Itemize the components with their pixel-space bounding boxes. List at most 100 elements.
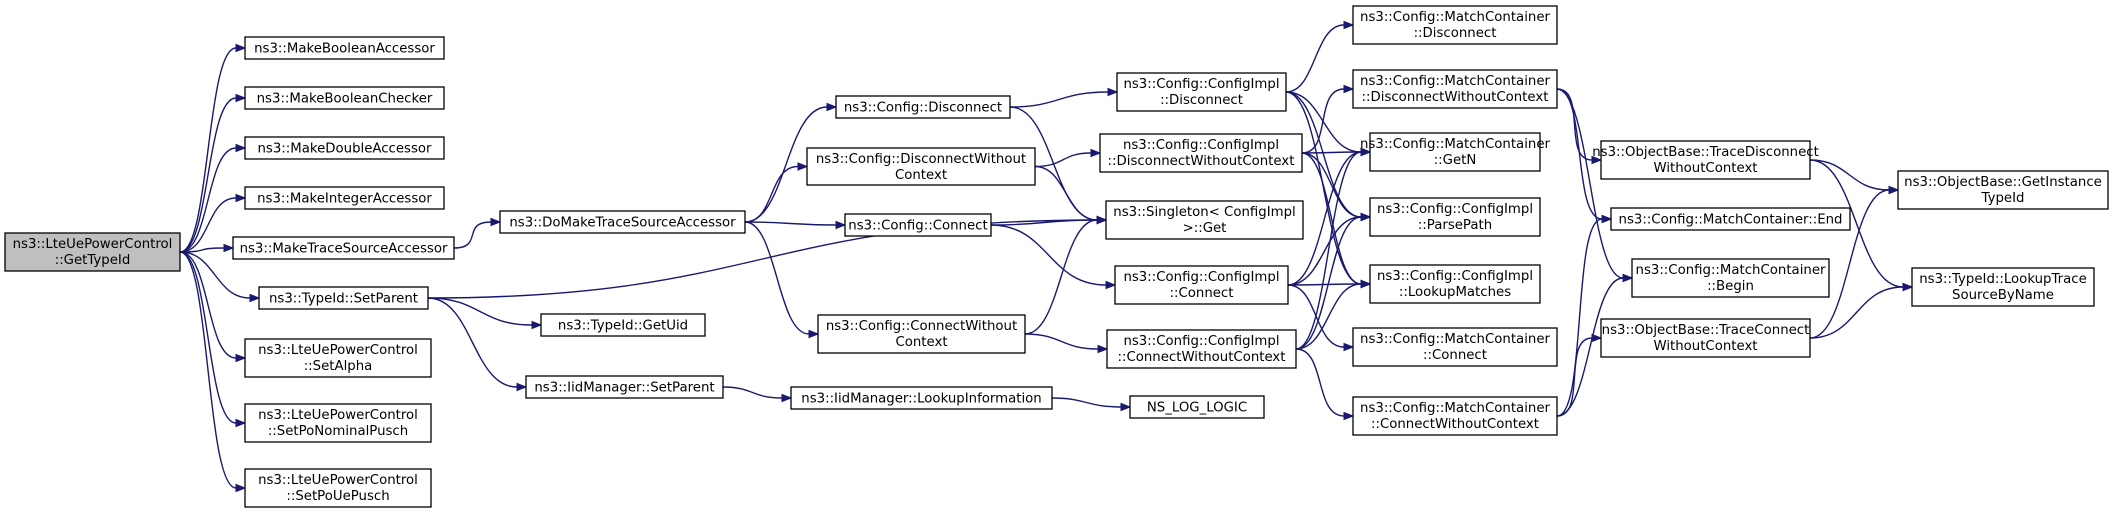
node-label: ns3::ObjectBase::TraceConnect — [1602, 323, 1810, 338]
node-root[interactable]: ns3::LteUePowerControl::GetTypeId — [4, 232, 181, 272]
node-box — [232, 236, 455, 260]
node-implConn[interactable]: ns3::Config::ConfigImpl::Connect — [1114, 265, 1289, 305]
node-label: ns3::Config::Connect — [848, 219, 987, 234]
edge-root-to-setalpha — [179, 251, 247, 363]
node-box — [844, 213, 992, 237]
edge-implConnWC-to-mcConnWC — [1295, 348, 1355, 421]
node-label: ns3::LteUePowerControl — [258, 473, 418, 488]
node-label: ns3::Config::MatchContainer — [1360, 137, 1550, 152]
node-label: ns3::Config::MatchContainer — [1360, 74, 1550, 89]
node-box — [258, 286, 429, 310]
node-label: ns3::Config::ConfigImpl — [1377, 269, 1533, 284]
node-obTCWC[interactable]: ns3::ObjectBase::TraceConnectWithoutCont… — [1600, 318, 1811, 358]
node-mkiacc[interactable]: ns3::MakeIntegerAccessor — [244, 186, 445, 210]
node-label: ::DisconnectWithoutContext — [1362, 90, 1549, 105]
node-box — [790, 386, 1053, 410]
node-box — [1106, 329, 1297, 369]
node-nslog[interactable]: NS_LOG_LOGIC — [1129, 395, 1265, 419]
edge-mcDiscWC-to-mcBegin — [1556, 88, 1634, 283]
node-implConnWC[interactable]: ns3::Config::ConfigImpl::ConnectWithoutC… — [1106, 329, 1297, 369]
node-label: ::Connect — [1170, 286, 1234, 301]
edge-root-to-mktsa — [179, 243, 235, 253]
edge-cfgconn-to-implConn — [990, 224, 1117, 290]
node-cfgdisc[interactable]: ns3::Config::Disconnect — [835, 95, 1011, 119]
node-box — [244, 403, 432, 443]
node-label: ns3::Config::MatchContainer — [1636, 263, 1826, 278]
node-mkbacc[interactable]: ns3::MakeBooleanAccessor — [244, 36, 445, 60]
node-implDiscWC[interactable]: ns3::Config::ConfigImpl::DisconnectWitho… — [1099, 133, 1303, 173]
edge-implConnWC-to-lookupMatches — [1295, 279, 1372, 350]
node-box — [1105, 200, 1304, 240]
arrowhead — [235, 143, 247, 153]
node-parsePath[interactable]: ns3::Config::ConfigImpl::ParsePath — [1369, 197, 1541, 237]
node-mcConn[interactable]: ns3::Config::MatchContainer::Connect — [1352, 327, 1558, 367]
edge-mcConnWC-to-mcEnd — [1556, 214, 1613, 417]
node-label: ::SetPoUePusch — [286, 489, 389, 504]
arrowhead — [1107, 87, 1119, 97]
node-setparent[interactable]: ns3::TypeId::SetParent — [258, 286, 429, 310]
node-mkbchk[interactable]: ns3::MakeBooleanChecker — [244, 86, 445, 110]
node-cfgconn[interactable]: ns3::Config::Connect — [844, 213, 992, 237]
arrowhead — [1591, 333, 1603, 343]
node-box — [1116, 72, 1287, 112]
arrowhead — [235, 483, 247, 493]
node-label: ns3::Config::ConfigImpl — [1377, 202, 1533, 217]
node-mcEnd[interactable]: ns3::Config::MatchContainer::End — [1610, 207, 1851, 231]
edge-mcDiscWC-to-obTDWC — [1556, 88, 1603, 165]
node-label: ns3::TypeId::LookupTrace — [1919, 272, 2087, 287]
arrowhead — [1105, 280, 1117, 290]
node-label: ns3::Config::MatchContainer — [1360, 332, 1550, 347]
arrowhead — [1090, 148, 1102, 158]
node-mktsa[interactable]: ns3::MakeTraceSourceAccessor — [232, 236, 455, 260]
node-label: ns3::Config::DisconnectWithout — [816, 152, 1026, 167]
node-mcConnWC[interactable]: ns3::Config::MatchContainer::ConnectWith… — [1352, 396, 1558, 436]
node-box — [806, 147, 1036, 186]
arrowhead — [1343, 20, 1355, 30]
node-box — [1129, 395, 1265, 419]
node-setpoue[interactable]: ns3::LteUePowerControl::SetPoUePusch — [244, 468, 432, 508]
node-box — [1369, 132, 1541, 172]
edge-obTCWC-to-lookupTrace — [1809, 282, 1914, 339]
arrowhead — [490, 217, 502, 227]
node-box — [1911, 267, 2095, 307]
edge-cfgdiscwc-to-singleton — [1034, 165, 1108, 225]
node-box — [1099, 133, 1303, 173]
node-implDisc[interactable]: ns3::Config::ConfigImpl::Disconnect — [1116, 72, 1287, 112]
arrowhead — [1097, 344, 1109, 354]
node-domake[interactable]: ns3::DoMakeTraceSourceAccessor — [499, 210, 746, 234]
node-label: ns3::Config::ConfigImpl — [1123, 334, 1279, 349]
node-label: WithoutContext — [1653, 161, 1757, 176]
arrowhead — [516, 382, 528, 392]
node-iidsetparent[interactable]: ns3::IidManager::SetParent — [525, 375, 724, 399]
edge-implConnWC-to-mcGetN — [1295, 147, 1372, 350]
node-mcDisc[interactable]: ns3::Config::MatchContainer::Disconnect — [1352, 5, 1558, 45]
edge-implDiscWC-to-lookupMatches — [1301, 152, 1372, 289]
node-mkdacc[interactable]: ns3::MakeDoubleAccessor — [244, 136, 445, 160]
node-getuid[interactable]: ns3::TypeId::GetUid — [540, 313, 706, 337]
node-lookupMatches[interactable]: ns3::Config::ConfigImpl::LookupMatches — [1369, 264, 1541, 304]
edge-setparent-to-iidsetparent — [427, 297, 528, 392]
node-label: ns3::Config::MatchContainer — [1360, 10, 1550, 25]
node-obTDWC[interactable]: ns3::ObjectBase::TraceDisconnectWithoutC… — [1592, 140, 1819, 180]
node-label: ns3::Config::ConfigImpl — [1123, 138, 1279, 153]
node-cfgconnwc[interactable]: ns3::Config::ConnectWithoutContext — [817, 314, 1026, 354]
node-box — [1631, 258, 1830, 298]
arrowhead — [1343, 411, 1355, 421]
node-mcGetN[interactable]: ns3::Config::MatchContainer::GetN — [1360, 132, 1551, 172]
arrowhead — [235, 43, 247, 53]
node-lookupinfo[interactable]: ns3::IidManager::LookupInformation — [790, 386, 1053, 410]
node-label: ns3::IidManager::LookupInformation — [801, 392, 1041, 407]
node-label: ::Connect — [1423, 348, 1487, 363]
node-cfgdiscwc[interactable]: ns3::Config::DisconnectWithoutContext — [806, 147, 1036, 186]
node-setalpha[interactable]: ns3::LteUePowerControl::SetAlpha — [244, 338, 432, 378]
node-setponom[interactable]: ns3::LteUePowerControl::SetPoNominalPusc… — [244, 403, 432, 443]
edge-root-to-mkbacc — [179, 43, 247, 253]
node-box — [835, 95, 1011, 119]
node-singleton[interactable]: ns3::Singleton< ConfigImpl>::Get — [1105, 200, 1304, 240]
node-mcDiscWC[interactable]: ns3::Config::MatchContainer::DisconnectW… — [1352, 69, 1558, 109]
edge-cfgdisc-to-implDisc — [1009, 87, 1119, 108]
node-label: ns3::MakeBooleanAccessor — [254, 42, 435, 57]
node-mcBegin[interactable]: ns3::Config::MatchContainer::Begin — [1631, 258, 1830, 298]
